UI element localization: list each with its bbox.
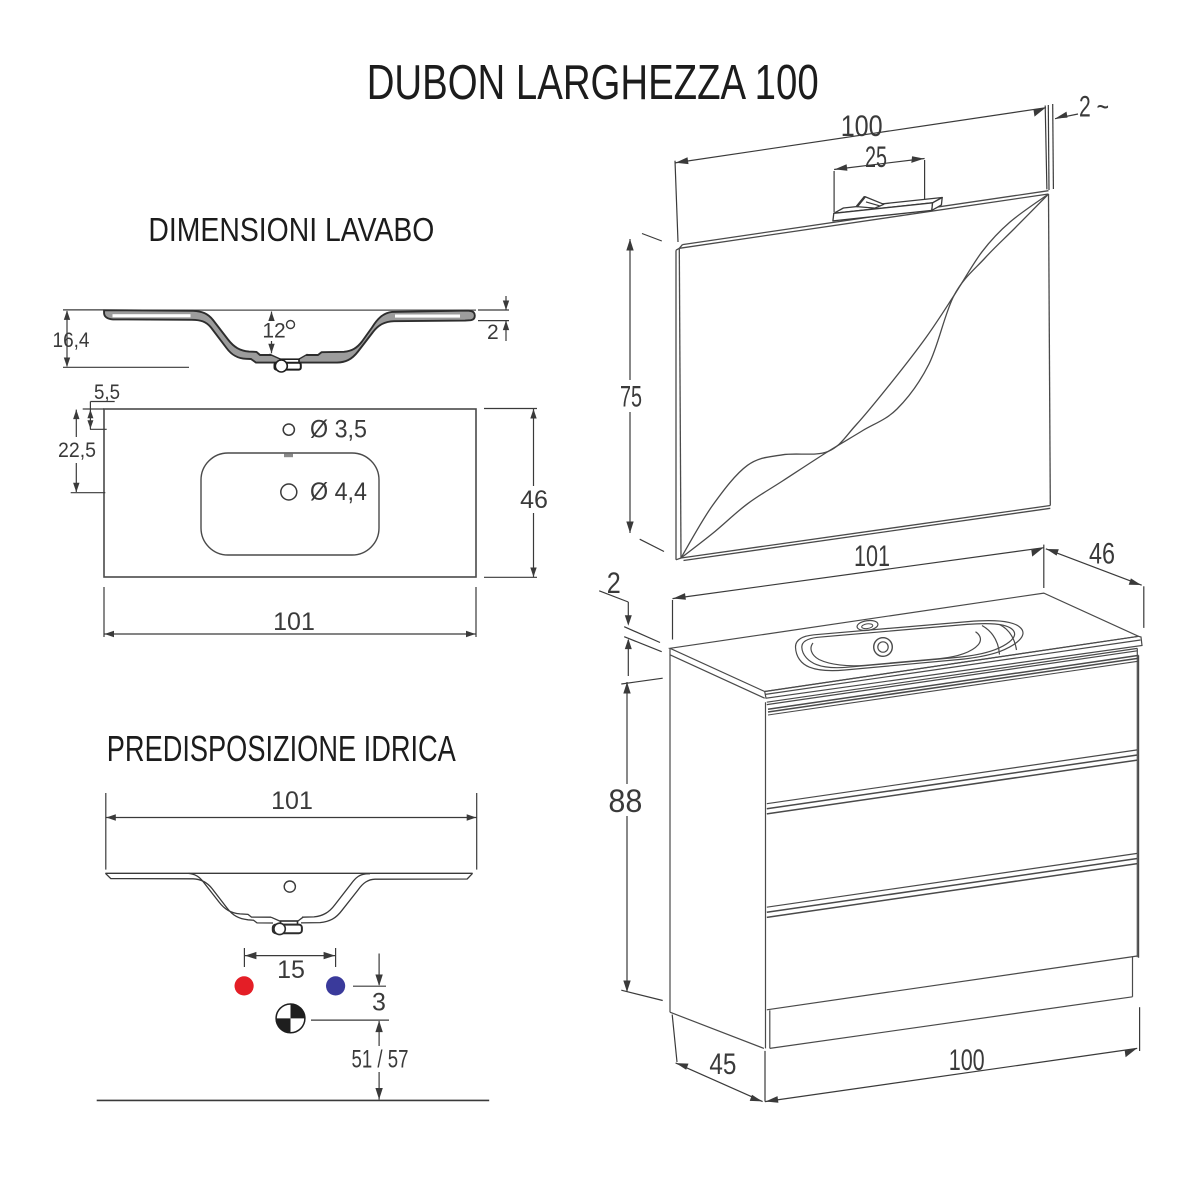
svg-text:2: 2 (487, 321, 499, 344)
svg-text:100: 100 (841, 110, 883, 143)
svg-text:22,5: 22,5 (58, 439, 96, 462)
svg-text:46: 46 (1089, 538, 1115, 571)
svg-text:2: 2 (607, 567, 621, 600)
svg-text:75: 75 (620, 381, 642, 414)
svg-text:15: 15 (277, 956, 305, 984)
svg-text:3: 3 (372, 989, 386, 1017)
svg-text:Ø 4,4: Ø 4,4 (310, 478, 367, 506)
svg-text:25: 25 (865, 141, 887, 174)
svg-text:46: 46 (520, 486, 548, 514)
svg-text:101: 101 (854, 540, 890, 573)
svg-text:DIMENSIONI LAVABO: DIMENSIONI LAVABO (148, 212, 434, 249)
svg-text:101: 101 (273, 608, 315, 636)
svg-text:101: 101 (271, 787, 313, 815)
svg-text:DUBON LARGHEZZA 100: DUBON LARGHEZZA 100 (367, 56, 819, 110)
svg-text:PREDISPOSIZIONE IDRICA: PREDISPOSIZIONE IDRICA (107, 728, 456, 769)
svg-text:5,5: 5,5 (94, 381, 120, 404)
svg-text:2 ~: 2 ~ (1079, 91, 1109, 124)
svg-text:100: 100 (949, 1044, 985, 1077)
svg-text:Ø 3,5: Ø 3,5 (310, 416, 367, 444)
svg-text:88: 88 (608, 783, 642, 819)
svg-text:51 / 57: 51 / 57 (352, 1046, 409, 1074)
svg-text:45: 45 (709, 1048, 736, 1081)
svg-text:12: 12 (262, 320, 285, 343)
svg-text:16,4: 16,4 (53, 329, 90, 352)
